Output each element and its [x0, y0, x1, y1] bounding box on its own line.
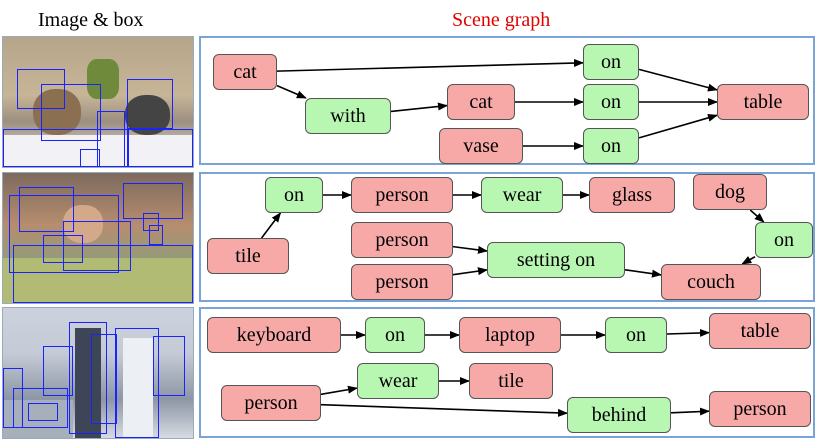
image-and-box-header: Image & box [38, 9, 144, 31]
relation-node-on: on [583, 84, 639, 120]
relation-node-setting-on: setting on [487, 242, 625, 278]
relation-node-behind: behind [567, 397, 671, 433]
object-node-table: table [709, 313, 811, 349]
relation-node-on: on [265, 177, 323, 213]
object-node-person: person [351, 222, 453, 258]
edge-on2-to-table [666, 328, 710, 337]
object-node-keyboard: keyboard [207, 317, 341, 353]
object-node-person: person [709, 391, 811, 427]
photo-living-room [2, 172, 194, 304]
edge-cat-to-on1 [276, 59, 584, 72]
relation-node-on: on [605, 317, 667, 353]
photo-cats-table [2, 36, 194, 168]
relation-node-wear: wear [357, 363, 439, 399]
edge-behind-to-person2 [670, 407, 710, 416]
object-node-cat: cat [213, 54, 277, 90]
object-node-person: person [351, 177, 453, 213]
edge-person3-to-setting [452, 267, 488, 276]
object-node-person: person [221, 385, 321, 421]
edge-tile-to-on [260, 212, 282, 239]
scene-graph-panel-2: tile on person wear glass dog on person person se… [199, 172, 815, 302]
photo-office [2, 307, 194, 439]
object-node-tile: tile [207, 238, 289, 274]
edge-person-to-behind [320, 403, 568, 417]
relation-node-wear: wear [481, 177, 563, 213]
object-node-vase: vase [439, 128, 523, 164]
object-node-tile: tile [469, 363, 553, 399]
edge-with-to-cat2 [390, 102, 448, 113]
relation-node-with: with [305, 98, 391, 134]
object-node-laptop: laptop [459, 317, 561, 353]
relation-node-on: on [755, 222, 813, 258]
object-node-dog: dog [693, 174, 767, 210]
edge-person-to-wear [320, 385, 358, 396]
edge-on3-to-table [638, 113, 718, 139]
edge-on1-to-table [638, 68, 718, 92]
object-node-person: person [351, 264, 453, 300]
relation-node-on: on [583, 128, 639, 164]
relation-node-on: on [365, 317, 425, 353]
edge-cat-to-with [276, 84, 307, 99]
edge-person2-to-setting [452, 245, 488, 254]
relation-node-on: on [583, 44, 639, 80]
edge-on2-to-couch [741, 255, 756, 265]
object-node-table: table [717, 84, 809, 120]
edge-setting-to-couch [624, 269, 662, 278]
scene-graph-header: Scene graph [452, 9, 551, 31]
edge-dog-to-on2 [749, 209, 765, 223]
object-node-couch: couch [661, 264, 761, 300]
object-node-glass: glass [589, 177, 675, 213]
object-node-cat: cat [447, 84, 515, 120]
